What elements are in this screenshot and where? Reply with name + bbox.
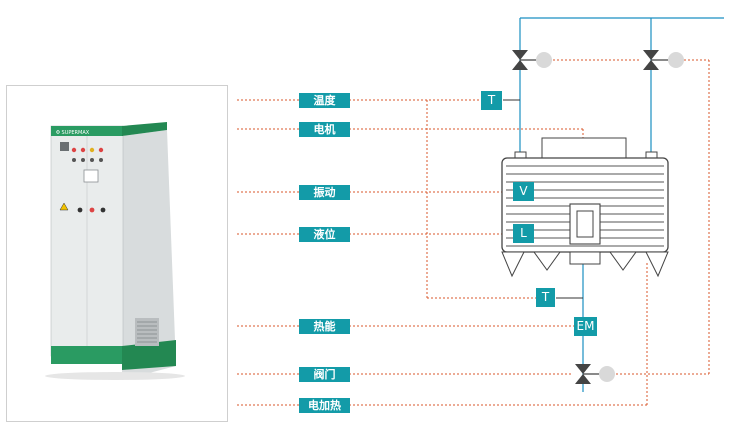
sensor-temperature-top[interactable]: T bbox=[481, 91, 502, 110]
actuator-icon bbox=[536, 52, 552, 68]
label-temperature: 温度 bbox=[299, 93, 350, 108]
label-thermal-energy: 热能 bbox=[299, 319, 350, 334]
valve-top-right[interactable] bbox=[643, 50, 684, 70]
equipment-unit bbox=[501, 137, 669, 278]
label-liquid-level: 液位 bbox=[299, 227, 350, 242]
control-cabinet: Φ SUPERMAX bbox=[45, 122, 185, 380]
sensor-vibration[interactable]: V bbox=[513, 182, 534, 201]
sensor-temperature-bottom[interactable]: T bbox=[536, 288, 555, 307]
actuator-icon bbox=[668, 52, 684, 68]
label-motor: 电机 bbox=[299, 122, 350, 137]
valve-bottom[interactable] bbox=[575, 364, 615, 384]
label-valve: 阀门 bbox=[299, 367, 350, 382]
sensor-energy-meter[interactable]: EM bbox=[574, 317, 597, 336]
sensor-connectors bbox=[503, 99, 583, 299]
valve-top-left[interactable] bbox=[512, 50, 552, 70]
cabinet-brand-text: Φ SUPERMAX bbox=[56, 130, 90, 136]
label-electric-heating: 电加热 bbox=[299, 398, 350, 413]
label-vibration: 振动 bbox=[299, 185, 350, 200]
sensor-liquid-level[interactable]: L bbox=[513, 224, 534, 243]
actuator-icon bbox=[599, 366, 615, 382]
